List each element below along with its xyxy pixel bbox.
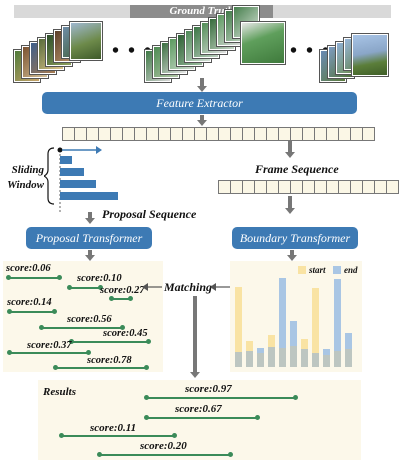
arrowhead-extractor-to-features xyxy=(197,120,207,126)
sliding-window-line2: Window xyxy=(7,179,44,191)
legend-start-swatch xyxy=(298,266,306,274)
proposal-score-8: score:0.78 xyxy=(87,355,132,366)
results-panel xyxy=(38,380,361,460)
arrowhead-gt-to-extractor xyxy=(197,86,207,92)
boundary-bar-8-base xyxy=(312,353,319,367)
proposal-transformer-box: Proposal Transformer xyxy=(26,227,152,249)
window-bar-4 xyxy=(60,192,118,200)
boundary-bar-1-start xyxy=(235,287,242,367)
results-label: Results xyxy=(43,386,77,398)
boundary-bar-6-end xyxy=(290,321,297,367)
legend-end-swatch xyxy=(333,266,341,274)
matching-label: Matching xyxy=(164,280,213,294)
legend-start-label: start xyxy=(308,265,326,275)
result-segment-3 xyxy=(59,433,177,438)
boundary-bar-1-base xyxy=(235,352,242,367)
frame-sequence-label: Frame Sequence xyxy=(255,162,339,176)
matching-arrowhead-right xyxy=(210,283,216,291)
arrow-extractor-to-features xyxy=(200,115,204,121)
sliding-window-brace xyxy=(44,147,55,205)
boundary-bar-6-base xyxy=(290,346,297,367)
feature-sequence xyxy=(62,127,375,141)
result-score-3: score:0.11 xyxy=(90,422,137,434)
feature-extractor-box: Feature Extractor xyxy=(42,92,357,114)
proposal-sequence-label: Proposal Sequence xyxy=(102,207,197,221)
proposal-score-4: score:0.14 xyxy=(7,297,52,308)
proposal-segment-8 xyxy=(53,365,149,370)
proposal-score-5: score:0.56 xyxy=(67,314,112,325)
proposal-score-6: score:0.45 xyxy=(103,328,148,339)
boundary-bar-2-base xyxy=(246,351,253,367)
arrow-proposal-transformer-down xyxy=(88,250,92,256)
arrowhead-window-to-proposal xyxy=(85,218,95,224)
proposal-segment-6 xyxy=(69,339,151,344)
result-score-2: score:0.67 xyxy=(175,403,222,415)
matching-arrows xyxy=(142,283,230,291)
boundary-bar-8-start xyxy=(312,288,319,367)
proposal-segment-4 xyxy=(7,309,57,314)
boundary-bar-11-base xyxy=(345,349,352,367)
arrowhead-features-to-frames xyxy=(285,152,295,158)
arrow-features-to-frames xyxy=(288,140,292,152)
legend-end-label: end xyxy=(344,265,358,275)
proposal-score-1: score:0.06 xyxy=(6,263,51,274)
proposal-segment-5 xyxy=(39,325,125,330)
window-bar-1 xyxy=(60,156,72,164)
boundary-bar-10-base xyxy=(334,351,341,367)
proposal-score-3: score:0.27 xyxy=(100,285,145,296)
arrow-gt-to-extractor xyxy=(200,78,204,86)
window-start-dot xyxy=(57,147,63,153)
frame-sequence xyxy=(218,180,399,194)
sliding-window-graphic xyxy=(44,146,118,212)
result-segment-1 xyxy=(144,395,298,400)
result-segment-4 xyxy=(97,452,233,457)
ellipsis-2: • • • xyxy=(290,40,332,62)
ellipsis-1: • • • xyxy=(112,40,154,62)
arrowhead-boundary-transformer-down xyxy=(287,255,297,261)
boundary-transformer-box: Boundary Transformer xyxy=(232,227,358,249)
boundary-bar-10-end xyxy=(334,279,341,367)
boundary-bar-7-base xyxy=(301,349,308,367)
boundary-bar-3-base xyxy=(257,353,264,367)
sliding-window-label: Sliding Window xyxy=(2,163,44,193)
boundary-bar-5-base xyxy=(279,348,286,367)
arrowhead-proposal-transformer-down xyxy=(85,255,95,261)
proposal-score-7: score:0.37 xyxy=(27,340,72,351)
result-score-4: score:0.20 xyxy=(140,440,187,452)
boundary-chart: start end xyxy=(235,265,358,367)
matching-arrowhead-left xyxy=(142,283,148,291)
arrow-frames-to-boundary xyxy=(288,196,292,208)
result-score-1: score:0.97 xyxy=(185,383,232,395)
boundary-bar-9-base xyxy=(323,355,330,367)
result-segment-2 xyxy=(144,415,260,420)
proposal-segment-7 xyxy=(7,350,91,355)
proposal-segment-3 xyxy=(109,296,133,301)
boundary-bar-5-end xyxy=(279,278,286,367)
arrow-window-to-proposal xyxy=(88,212,92,220)
arrow-matching-to-results xyxy=(193,296,197,372)
window-slide-arrowhead xyxy=(96,146,102,154)
arrow-boundary-transformer-down xyxy=(290,250,294,256)
sliding-window-line1: Sliding xyxy=(11,164,44,176)
arrowhead-frames-to-boundary xyxy=(285,208,295,214)
boundary-bar-4-base xyxy=(268,347,275,367)
proposal-score-2: score:0.10 xyxy=(77,273,122,284)
window-bar-3 xyxy=(60,180,96,188)
arrowhead-matching-to-results xyxy=(190,372,200,378)
window-bar-2 xyxy=(60,168,84,176)
proposal-segment-1 xyxy=(6,275,62,280)
proposal-segment-2 xyxy=(67,285,103,290)
